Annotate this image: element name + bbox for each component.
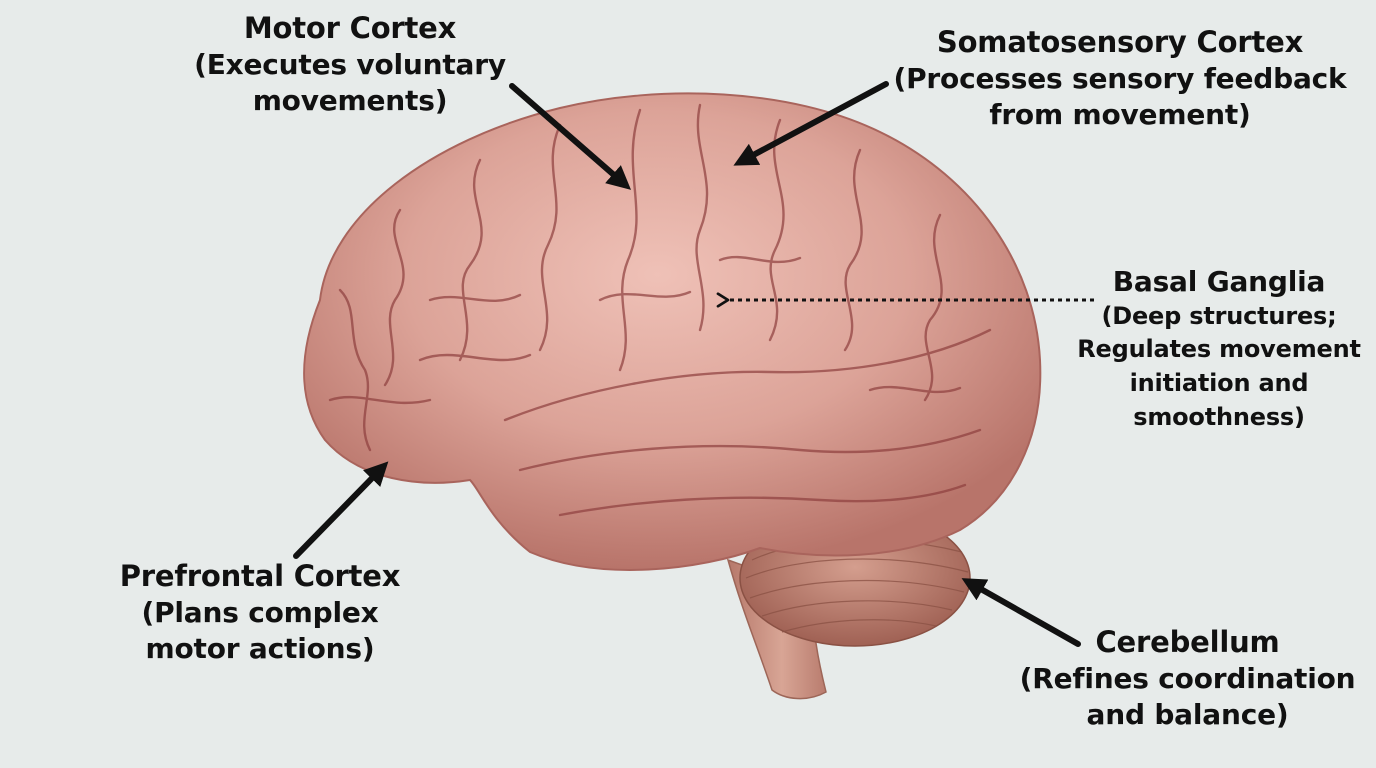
cerebellum-desc-1: (Refines coordination	[1019, 662, 1356, 696]
prefrontal-cortex-arrow	[293, 461, 389, 559]
brain-sulci	[328, 103, 992, 517]
basal-ganglia-desc-4: smoothness)	[1133, 402, 1305, 431]
somatosensory-cortex-desc-1: (Processes sensory feedback	[893, 62, 1347, 96]
cerebellum-label: Cerebellum (Refines coordination and bal…	[1010, 624, 1365, 733]
prefrontal-cortex-desc-1: (Plans complex	[141, 596, 379, 630]
prefrontal-cortex-label: Prefrontal Cortex (Plans complex motor a…	[100, 558, 420, 667]
motor-cortex-desc-1: (Executes voluntary	[194, 48, 506, 82]
cerebellum-desc-2: and balance)	[1086, 697, 1289, 731]
basal-ganglia-label: Basal Ganglia (Deep structures; Regulate…	[1074, 264, 1364, 434]
basal-ganglia-desc-3: initiation and	[1129, 369, 1309, 398]
motor-cortex-arrow	[509, 83, 632, 190]
motor-cortex-label: Motor Cortex (Executes voluntary movemen…	[180, 10, 520, 119]
somatosensory-cortex-desc-2: from movement)	[989, 97, 1251, 131]
basal-ganglia-title: Basal Ganglia	[1112, 265, 1326, 298]
motor-cortex-title: Motor Cortex	[243, 11, 457, 45]
basal-ganglia-desc-1: (Deep structures;	[1101, 301, 1337, 330]
prefrontal-cortex-title: Prefrontal Cortex	[119, 559, 401, 593]
cerebellum-arrow	[961, 578, 1081, 647]
prefrontal-cortex-desc-2: motor actions)	[145, 631, 375, 665]
cerebellum-title: Cerebellum	[1095, 625, 1280, 659]
motor-cortex-desc-2: movements)	[252, 83, 448, 117]
somatosensory-cortex-title: Somatosensory Cortex	[936, 25, 1304, 59]
cerebrum-shape	[303, 92, 1042, 571]
basal-ganglia-desc-2: Regulates movement	[1077, 335, 1361, 364]
somatosensory-cortex-label: Somatosensory Cortex (Processes sensory …	[890, 24, 1350, 133]
somatosensory-cortex-arrow	[733, 81, 889, 166]
